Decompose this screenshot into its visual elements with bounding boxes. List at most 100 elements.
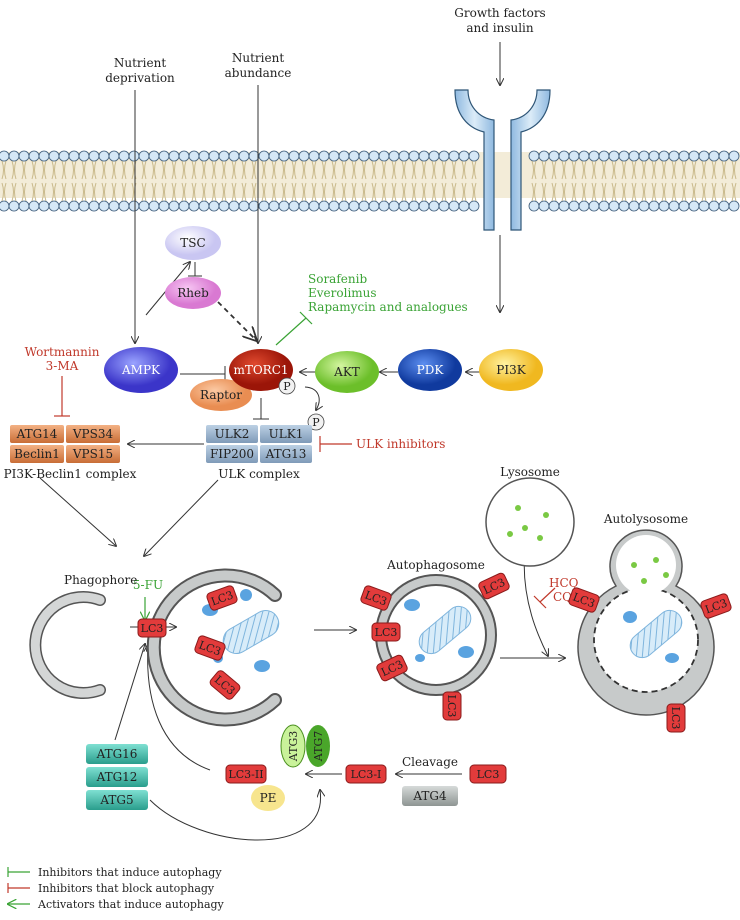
lc3-markers: LC3 LC3 LC3 LC3 LC3 LC3 LC3 LC3 LC3 LC3 … [137,572,732,733]
lipid-head [438,150,450,162]
svg-text:P: P [283,380,291,393]
lipid-head [228,200,240,212]
lipid-tail [301,160,307,202]
lipid-head [18,200,30,212]
lipid-head [618,150,630,162]
svg-text:LC3: LC3 [141,622,164,635]
lipid-head [138,200,150,212]
lipid-head [258,150,270,162]
svg-text:Inhibitors that block autophag: Inhibitors that block autophagy [38,882,215,895]
ampk-label: AMPK [121,363,161,377]
autolysosome-label: Autolysosome [603,512,688,526]
phagophore-label: Phagophore [64,573,137,587]
ulk2-label: ULK2 [215,427,250,441]
lipid-tail [331,160,337,202]
svg-text:ATG7: ATG7 [312,731,325,762]
lipid-head [688,200,700,212]
lipid-head [348,200,360,212]
lipid-head [168,200,180,212]
lipid-tail [181,160,187,202]
lipid-tail [11,160,17,202]
lipid-tail [471,160,477,202]
lipid-tail [291,160,297,202]
lipid-head [0,150,10,162]
lipid-head [438,200,450,212]
rheb-node: Rheb [165,277,221,309]
autophagosome-label: Autophagosome [386,558,485,572]
pe-node: PE [251,785,285,811]
lipid-head [628,200,640,212]
lc3-marker: LC3 [206,585,238,611]
lipid-head [728,150,740,162]
autolysosome [577,529,715,716]
lipid-tail [661,160,667,202]
lipid-tail [541,160,547,202]
lipid-head [558,150,570,162]
atg5-label: ATG5 [99,793,133,807]
lysosome [485,477,575,567]
pi3k-beclin1-complex: ATG14 VPS34 Beclin1 VPS15 PI3K-Beclin1 c… [4,425,137,481]
lipid-head [558,200,570,212]
mtor-drug-1: Sorafenib [308,272,367,286]
lipid-tail [581,160,587,202]
mtor-drug-2: Everolimus [308,286,377,300]
pi3k-node: PI3K [479,349,543,391]
lysosome-label: Lysosome [500,465,560,479]
lipid-head [198,200,210,212]
lipid-tail [21,160,27,202]
svg-text:Activators that induce autopha: Activators that induce autophagy [37,898,225,911]
lipid-head [608,150,620,162]
lipid-head [708,150,720,162]
lipid-head [718,200,730,212]
lipid-head [238,200,250,212]
pi3k-inhibitor-1: Wortmannin [25,345,100,359]
lipid-tail [411,160,417,202]
lipid-head [168,150,180,162]
green-inhibit-lines [145,311,313,620]
lipid-tail [651,160,657,202]
lipid-tail [161,160,167,202]
lipid-head [688,150,700,162]
lipid-tail [211,160,217,202]
lipid-head [648,150,660,162]
lipid-head [278,150,290,162]
vps34-label: VPS34 [72,427,114,441]
lipid-tail [571,160,577,202]
lipid-head [468,200,480,212]
lipid-head [548,150,560,162]
lipid-head [8,200,20,212]
lipid-head [48,150,60,162]
pi3k-complex-caption: PI3K-Beclin1 complex [4,467,137,481]
lipid-tail [711,160,717,202]
svg-text:LC3-I: LC3-I [351,768,382,781]
atg3-node: ATG3 [280,724,306,768]
lipid-head [268,200,280,212]
lipid-head [418,200,430,212]
lipid-head [138,150,150,162]
svg-text:LC3: LC3 [445,695,458,718]
lipid-head [88,150,100,162]
lipid-head [568,150,580,162]
legend-item-red-inhibit: Inhibitors that block autophagy [7,882,215,895]
svg-text:LC3-II: LC3-II [228,768,263,781]
legend: Inhibitors that induce autophagy Inhibit… [8,866,225,911]
lipid-head [208,150,220,162]
atg12-label: ATG12 [96,770,138,784]
receptor-icon [454,89,551,231]
lipid-tail [701,160,707,202]
lipid-head [198,150,210,162]
svg-text:P: P [312,416,320,429]
lipid-head [648,200,660,212]
lipid-tail [191,160,197,202]
lipid-head [408,200,420,212]
lipid-head [298,200,310,212]
lipid-head [218,150,230,162]
lipid-head [528,200,540,212]
lipid-tail [591,160,597,202]
lipid-tail [611,160,617,202]
lipid-tail [51,160,57,202]
lipid-tail [271,160,277,202]
beclin1-label: Beclin1 [14,447,60,461]
lipid-head [228,150,240,162]
lipid-tail [341,160,347,202]
